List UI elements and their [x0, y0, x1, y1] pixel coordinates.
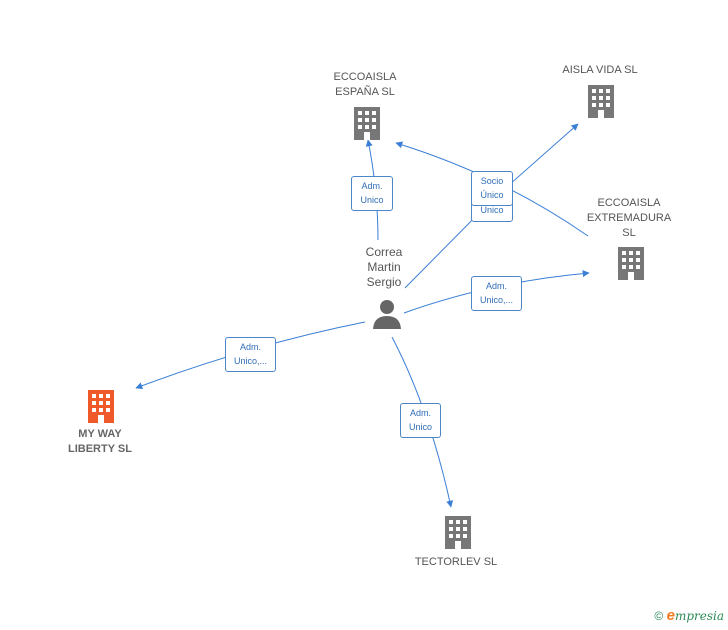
person-icon [373, 300, 401, 329]
edge-label-to-aisla-vida: Socio Único [471, 171, 513, 206]
company-label-aisla-vida[interactable]: AISLA VIDA SL [562, 64, 638, 76]
edge-label-to-ecco-espana: Adm. Unico [351, 176, 393, 211]
building-icon [445, 516, 471, 549]
edge-label-to-tectorlev: Adm. Unico [400, 403, 441, 438]
building-icon [618, 247, 644, 280]
company-label-my-way[interactable]: MY WAY LIBERTY SL [68, 428, 132, 455]
edge-label-to-my-way: Adm. Unico,... [225, 337, 276, 372]
building-icon [588, 85, 614, 118]
building-icon-focus [88, 390, 114, 423]
brand-logo-initial: e [666, 607, 675, 624]
brand-logo-text: mpresia [674, 609, 724, 623]
company-label-ecco-espana[interactable]: ECCOAISLA ESPAÑA SL [333, 71, 397, 98]
company-label-tectorlev[interactable]: TECTORLEV SL [414, 556, 498, 568]
company-label-ecco-extremadura[interactable]: ECCOAISLA EXTREMADURA SL [586, 197, 672, 239]
edge-label-to-ecco-extremadura: Adm. Unico,... [471, 276, 522, 311]
building-icon [354, 107, 380, 140]
person-label[interactable]: Correa Martin Sergio [365, 245, 403, 289]
copyright-symbol: © [654, 609, 664, 623]
footer-brand: © empresia [654, 607, 724, 624]
